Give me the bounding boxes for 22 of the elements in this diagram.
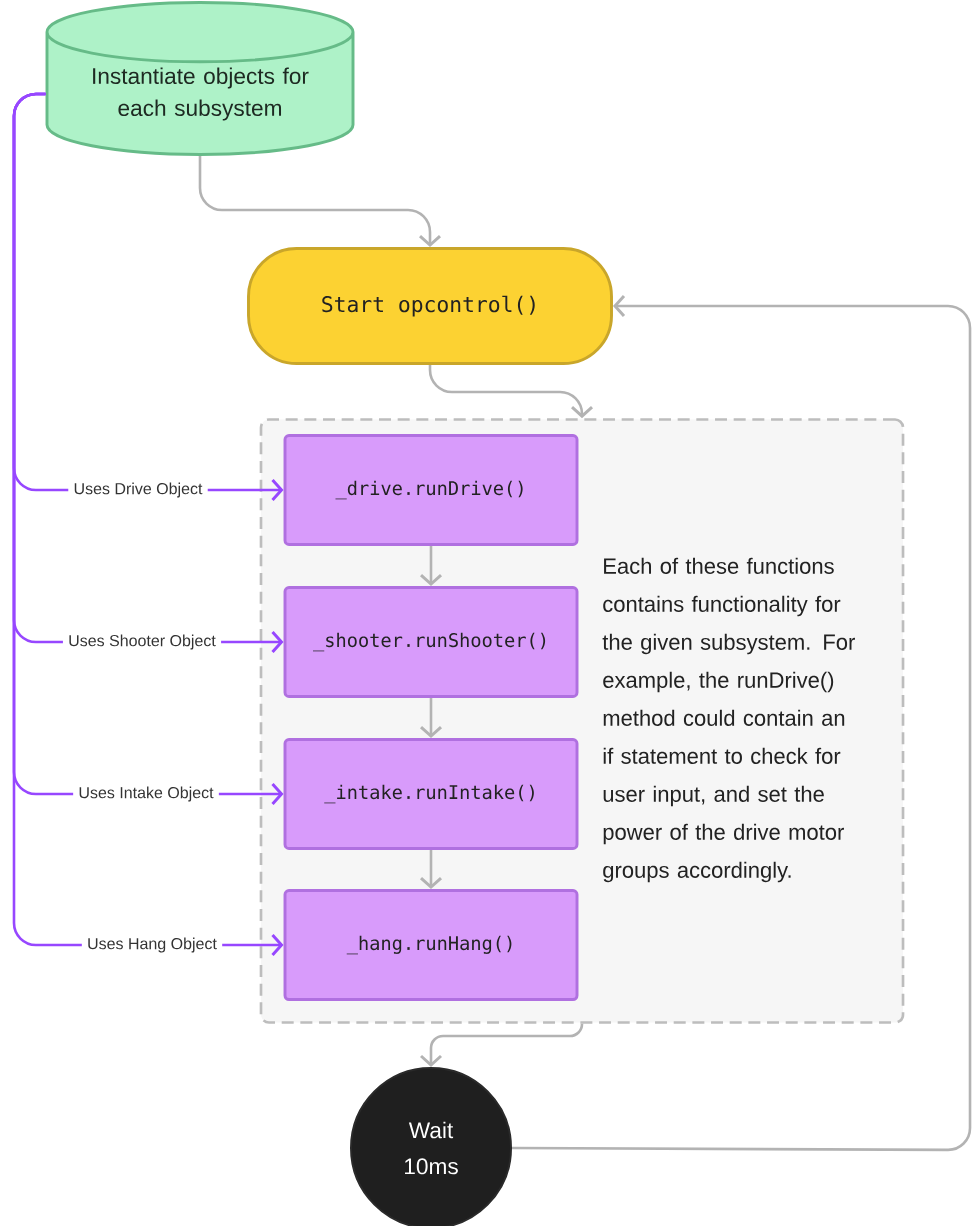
function-box: _drive.runDrive() [283, 434, 579, 546]
arrow [218, 783, 284, 805]
arrow [420, 850, 442, 890]
function-box: _intake.runIntake() [283, 738, 579, 850]
function-box: _shooter.runShooter() [283, 586, 579, 698]
arrow [428, 364, 593, 419]
description-text: Each of these functions contains functionality for the given subsystem. For example, the runDrive() method could contain an if statement to check for user input, and set the power of the drive motor groups accordingly. [602, 557, 855, 883]
arrow [420, 545, 442, 587]
usage-label: Uses Intake Object [79, 786, 214, 802]
start-terminal: Start opcontrol() [247, 247, 613, 365]
usage-label: Uses Hang Object [88, 937, 217, 953]
database-cylinder: Instantiate objects for each subsystem [45, 0, 355, 156]
arrow [420, 697, 442, 739]
arrow [198, 155, 441, 248]
arrow [207, 479, 284, 501]
arrow [221, 631, 284, 653]
usage-label: Uses Shooter Object [69, 634, 216, 650]
arrow [512, 295, 972, 1152]
usage-label: Uses Drive Object [74, 482, 203, 498]
arrow [420, 1022, 584, 1067]
function-box: _hang.runHang() [283, 889, 579, 1001]
arrow [222, 934, 284, 956]
